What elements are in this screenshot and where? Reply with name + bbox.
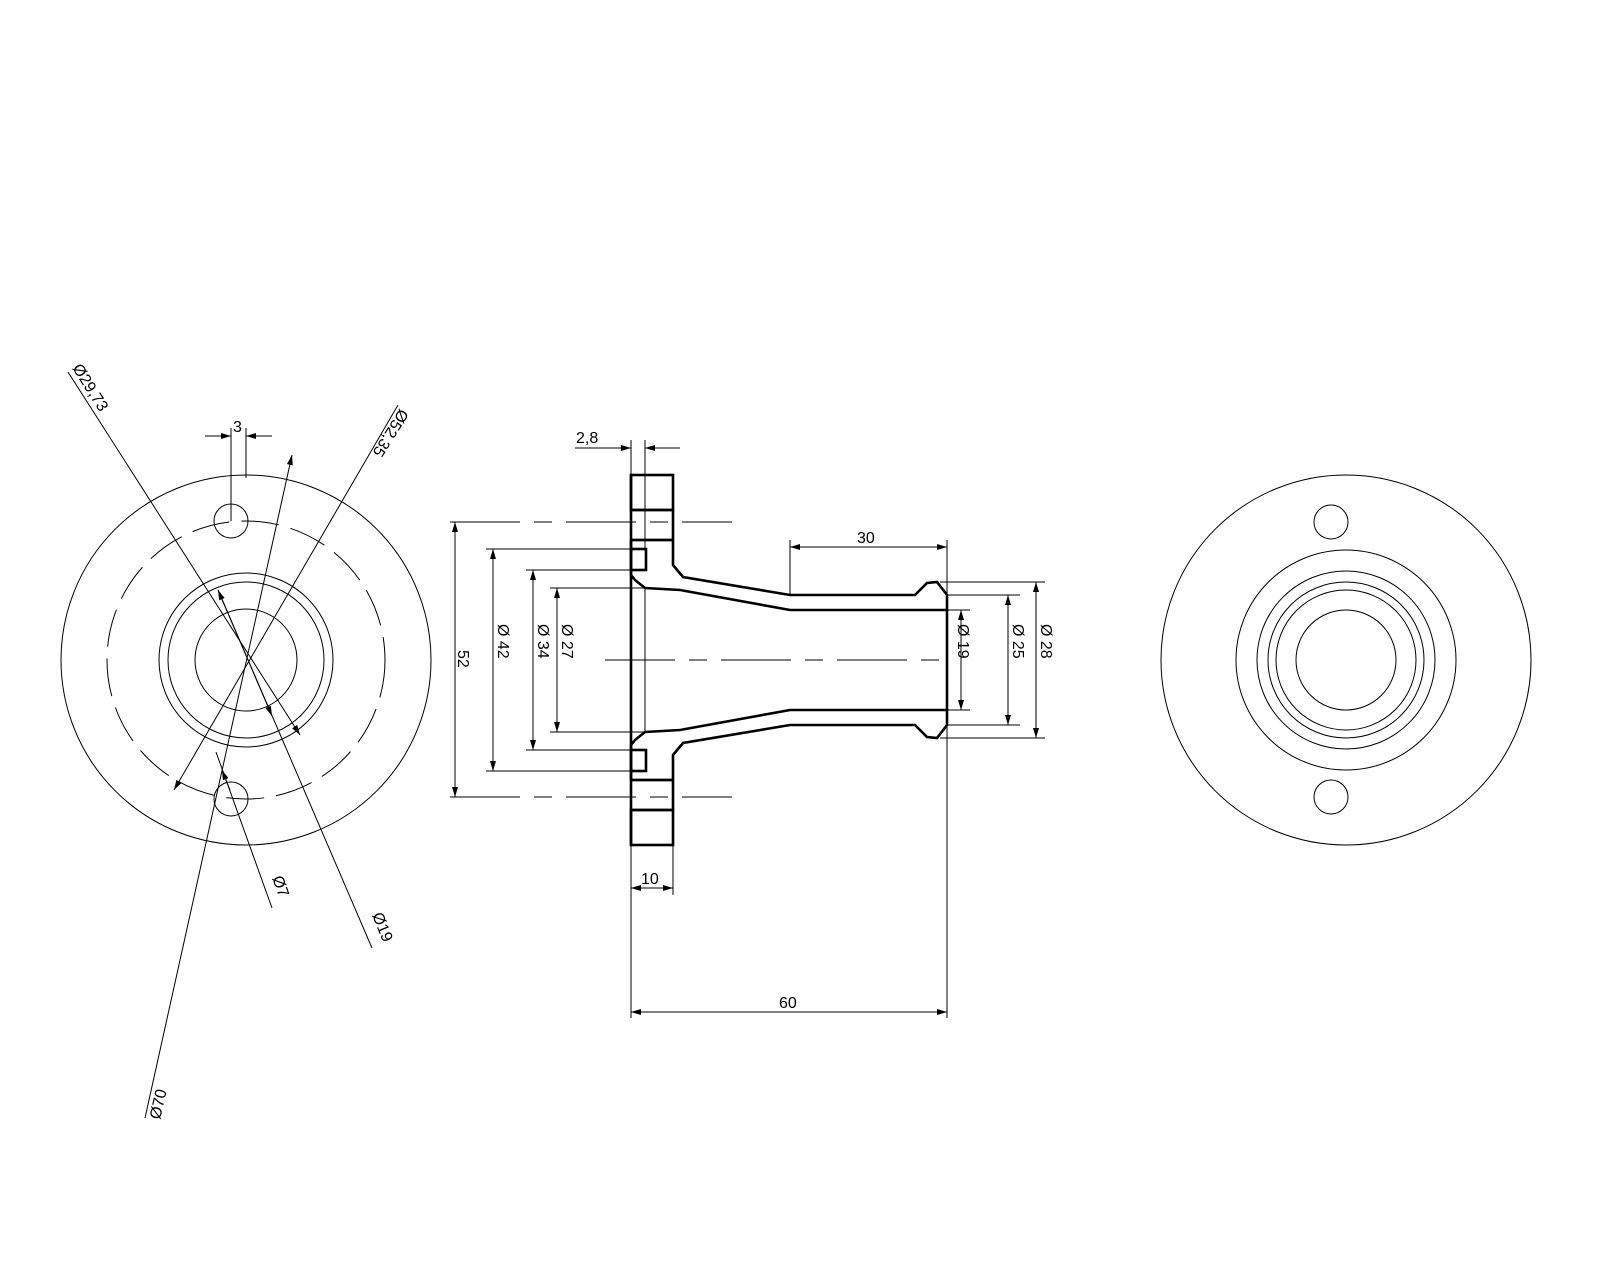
section-bottom-half xyxy=(629,708,949,847)
dim-pcd-inner: Ø29,73 xyxy=(67,361,301,736)
dim-30: 30 xyxy=(789,530,948,595)
dim-bore: Ø19 xyxy=(217,589,395,949)
dim-text: Ø 27 xyxy=(558,624,575,659)
dim-outer: Ø70 xyxy=(144,454,293,1121)
rear-view xyxy=(1160,474,1532,846)
front-view: 3 Ø29,73 Ø52,35 Ø70 Ø19 Ø7 xyxy=(60,361,432,1121)
dim-text: 60 xyxy=(779,995,797,1012)
dim-text: Ø70 xyxy=(147,1088,170,1121)
dim-60: 60 xyxy=(630,710,948,1018)
dim-text: 3 xyxy=(233,419,242,436)
hub-circle-inner xyxy=(167,581,325,739)
dim-text: Ø 34 xyxy=(534,624,551,659)
bolt-hole-bottom xyxy=(1313,779,1349,815)
dim-52: 52 xyxy=(452,522,471,797)
dim-text: Ø 42 xyxy=(494,624,511,659)
section-view: 52 Ø 42 Ø 34 Ø 27 Ø 19 Ø 25 Ø 28 2,8 30 xyxy=(450,430,1054,1018)
dim-10: 10 xyxy=(631,845,674,895)
dim-text: 52 xyxy=(454,650,471,668)
hub-circle-outer xyxy=(158,572,334,748)
dim-text: 2,8 xyxy=(576,430,598,447)
dim-hole-dia: Ø7 xyxy=(215,751,292,909)
bolt-hole-top xyxy=(1313,504,1349,540)
section-top-half xyxy=(629,473,949,612)
bore-circle xyxy=(194,608,298,712)
dim-text: Ø7 xyxy=(268,874,291,900)
dim-text: Ø 28 xyxy=(1037,624,1054,659)
dim-text: 10 xyxy=(641,871,659,888)
dim-text: 30 xyxy=(857,530,875,547)
bolt-hole-bottom xyxy=(213,781,249,817)
dim-28: Ø 28 xyxy=(940,581,1054,739)
bolt-circle xyxy=(106,520,386,800)
dim-text: Ø 19 xyxy=(954,624,971,659)
dim-25: Ø 25 xyxy=(947,594,1026,726)
dim-text: Ø 25 xyxy=(1009,624,1026,659)
dim-19: Ø 19 xyxy=(947,609,971,711)
dim-text: Ø52,35 xyxy=(369,406,411,460)
dim-2-8: 2,8 xyxy=(575,430,680,549)
outer-circle xyxy=(60,474,432,846)
dim-42: Ø 42 xyxy=(486,548,631,772)
dim-hole-offset: 3 xyxy=(205,419,272,521)
dim-27: Ø 27 xyxy=(550,587,645,733)
dim-34: Ø 34 xyxy=(526,569,631,751)
dim-text: Ø19 xyxy=(368,910,395,945)
